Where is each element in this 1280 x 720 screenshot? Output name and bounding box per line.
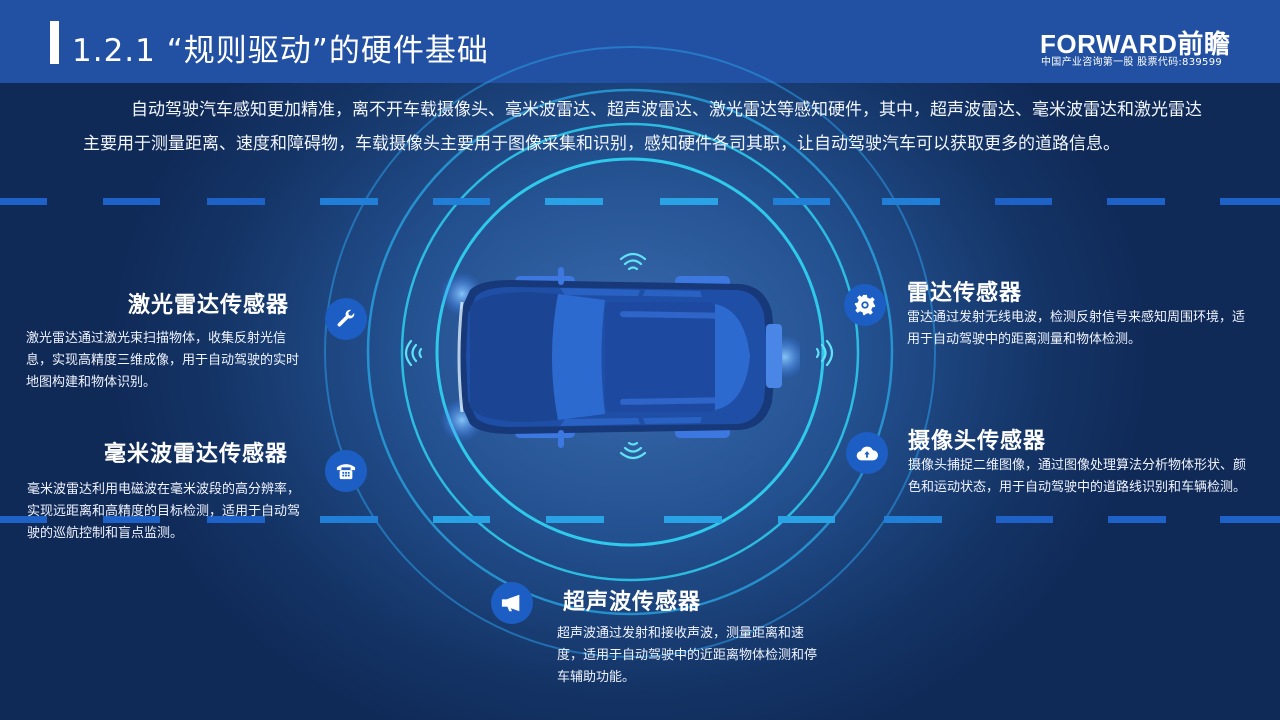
ultrasonic-icon-circle [491,582,533,624]
ultrasonic-description: 超声波通过发射和接收声波，测量距离和速度，适用于自动驾驶中的近距离物体检测和停车… [557,626,818,685]
signal-waves-left-icon [404,339,423,367]
mmwave-description: 毫米波雷达利用电磁波在毫米波段的高分辨率，实现远距离和高精度的目标检测，适用于自… [27,482,301,541]
page-title: 1.2.1 “规则驱动”的硬件基础 [72,33,489,69]
lidar-icon-circle [325,298,367,340]
mmwave-icon-circle [325,450,367,492]
camera-icon-circle [846,432,888,474]
car-top-view-illustration [440,267,800,448]
cloud-upload-icon [856,446,878,461]
mmwave-title: 毫米波雷达传感器 [104,442,289,467]
wrench-icon [337,309,355,327]
ultrasonic-title: 超声波传感器 [563,590,702,615]
logo-subtitle: 中国产业咨询第一股 股票代码:839599 [1041,57,1223,68]
title-accent-bar [50,21,59,64]
camera-title: 摄像头传感器 [908,429,1047,454]
radar-description: 雷达通过发射无线电波，检测反射信号来感知周围环境，适用于自动驾驶中的距离测量和物… [907,310,1246,347]
lidar-title: 激光雷达传感器 [128,293,290,318]
megaphone-icon [501,594,520,612]
radar-title: 雷达传感器 [907,281,1023,306]
camera-description: 摄像头捕捉二维图像，通过图像处理算法分析物体形状、颜色和运动状态，用于自动驾驶中… [908,458,1247,495]
forward-logo: FORWARD前瞻 [1040,29,1231,59]
signal-waves-top-icon [619,252,647,271]
intro-paragraph: 自动驾驶汽车感知更加精准，离不开车载摄像头、毫米波雷达、超声波雷达、激光雷达等感… [83,100,1202,154]
radar-icon-circle [844,284,886,326]
gear-icon [854,294,876,316]
signal-waves-right-icon [815,339,834,367]
telephone-icon [336,464,356,480]
lidar-description: 激光雷达通过激光束扫描物体，收集反射光信息，实现高精度三维成像，用于自动驾驶的实… [26,331,300,390]
signal-waves-bottom-icon [619,441,647,460]
